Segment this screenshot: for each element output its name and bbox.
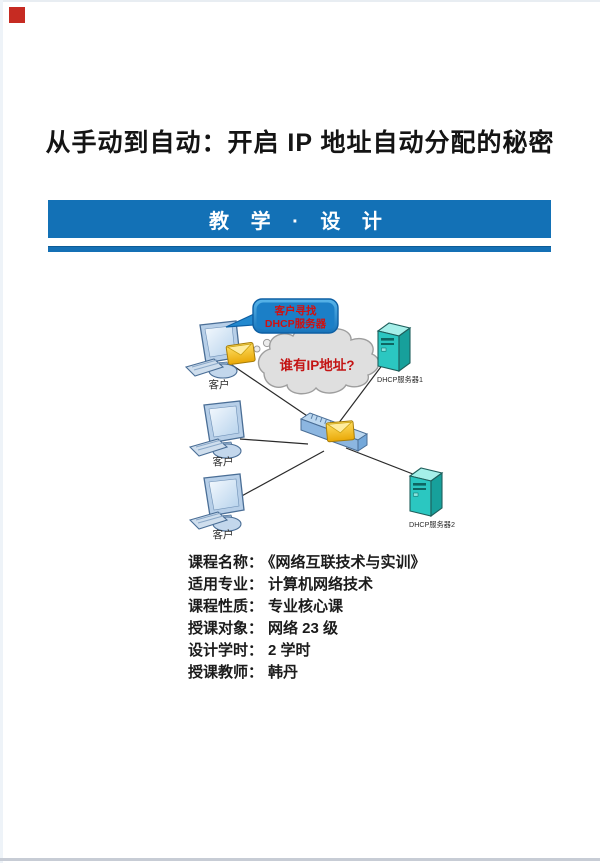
course-name-label: 课程名称： [188,554,264,571]
client-label: 客户 [213,528,234,541]
page-left-edge [0,0,3,863]
client-label: 客户 [209,378,230,391]
dhcp-server-1: DHCP服务器1 [376,322,423,384]
banner-divider-line [48,246,551,252]
speech-bubble: 客户寻找 DHCP服务器 [225,298,339,334]
client-computer-2: 客户 [188,400,245,468]
server-label: DHCP服务器1 [377,375,423,384]
course-info-block: 课程名称：《网络互联技术与实训》 适用专业：计算机网络技术 课程性质：专业核心课… [188,552,426,684]
hours-row: 设计学时：2 学时 [188,640,426,662]
network-diagram-svg: 谁有IP地址? 客户 客户 [184,298,455,541]
red-corner-marker [9,7,25,23]
cable-client2-switch [239,438,309,445]
envelope-icon [225,342,256,366]
major-value: 计算机网络技术 [268,576,374,593]
banner-label: 教 学 · 设 计 [209,210,390,233]
client-label: 客户 [213,455,234,468]
cable-switch-client3 [237,450,325,499]
audience-value: 网络 23 级 [268,620,339,637]
course-name-row: 课程名称：《网络互联技术与实训》 [188,552,426,574]
hours-value: 2 学时 [268,642,311,659]
page-title: 从手动到自动：开启 IP 地址自动分配的秘密 [45,129,555,157]
page-top-edge [0,0,600,2]
teaching-design-banner: 教 学 · 设 计 [48,200,551,238]
major-row: 适用专业：计算机网络技术 [188,574,426,596]
course-name-value: 《网络互联技术与实训》 [268,554,426,571]
dhcp-network-diagram: 谁有IP地址? 客户 客户 [160,285,460,555]
envelope-icon [325,420,355,443]
page-bottom-edge [0,858,600,861]
teacher-label: 授课教师： [188,664,264,681]
thought-dot-icon [253,345,261,353]
teacher-value: 韩丹 [268,664,299,681]
cable-switch-server2 [345,447,419,477]
major-label: 适用专业： [188,576,264,593]
course-type-label: 课程性质： [188,598,264,615]
thought-cloud-icon [257,326,380,395]
dhcp-server-2: DHCP服务器2 [408,467,455,529]
cloud-question-text: 谁有IP地址? [279,357,354,373]
course-type-row: 课程性质：专业核心课 [188,596,426,618]
bubble-text-line1: 客户寻找 [274,304,317,317]
audience-label: 授课对象： [188,620,264,637]
hours-label: 设计学时： [188,642,264,659]
server-label: DHCP服务器2 [409,520,455,529]
teacher-row: 授课教师：韩丹 [188,662,426,684]
audience-row: 授课对象：网络 23 级 [188,618,426,640]
cable-server1-switch [331,363,384,433]
client-computer-3: 客户 [188,473,245,541]
bubble-text-line2: DHCP服务器 [265,317,327,330]
course-type-value: 专业核心课 [268,598,344,615]
speech-bubble-tail [225,313,255,328]
